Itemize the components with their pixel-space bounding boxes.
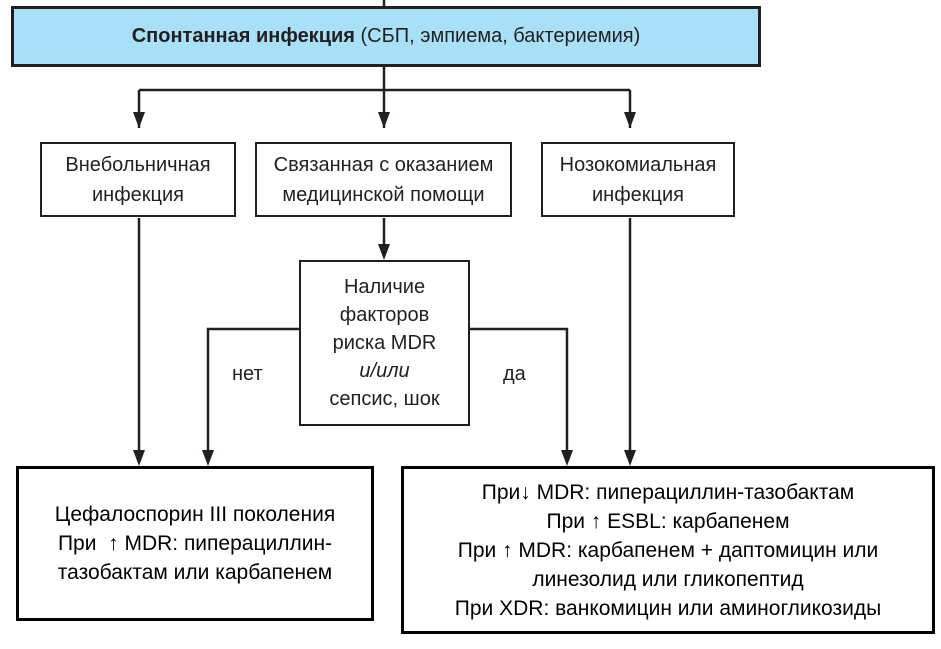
node-community-line2: инфекция xyxy=(91,183,184,206)
node-community-acquired: Внебольничная инфекция xyxy=(40,142,236,217)
node-healthcare-line1: Связанная с оказанием xyxy=(273,153,494,176)
arrow-head-icon xyxy=(561,450,573,466)
branch-label-no: нет xyxy=(232,363,263,385)
root-node-spontaneous-infection: Спонтанная инфекция (СБП, эмпиема, бакте… xyxy=(11,6,761,67)
result-left-line: При ↑ MDR: пиперациллин- xyxy=(57,532,333,555)
yes-branch-line xyxy=(470,327,569,450)
node-healthcare-line2: медицинской помощи xyxy=(282,183,485,206)
root-title-bold: Спонтанная инфекция xyxy=(131,25,355,47)
node-mdr-risk-decision: Наличие факторов риска MDR и/или сепсис,… xyxy=(299,260,470,426)
arrow-head-icon xyxy=(378,112,390,128)
result-left-line: Цефалоспорин III поколения xyxy=(54,503,336,526)
arrow-head-icon xyxy=(133,450,145,466)
decision-line1: Наличие xyxy=(343,276,426,298)
node-nosocomial-line2: инфекция xyxy=(591,183,684,206)
arrow-head-icon xyxy=(378,244,390,260)
arrow-head-icon xyxy=(202,450,214,466)
result-left-line: тазобактам или карбапенем xyxy=(57,561,333,584)
decision-line4: и/или xyxy=(359,360,410,382)
node-nosocomial: Нозокомиальная инфекция xyxy=(541,142,735,217)
result-right-line: При ↑ MDR: карбапенем + даптомицин или xyxy=(457,538,879,562)
result-box-right: При↓ MDR: пиперациллин-тазобактам При ↑ … xyxy=(401,466,935,634)
arrow-head-icon xyxy=(624,450,636,466)
arrow-head-icon xyxy=(624,112,636,128)
decision-line5: сепсис, шок xyxy=(329,388,440,410)
branch-label-yes: да xyxy=(503,363,526,385)
result-right-line: При↓ MDR: пиперациллин-тазобактам xyxy=(481,480,855,504)
no-branch-line xyxy=(206,327,299,450)
result-right-line: При ↑ ESBL: карбапенем xyxy=(546,509,790,533)
node-community-line1: Внебольничная xyxy=(65,153,211,176)
node-healthcare-associated: Связанная с оказанием медицинской помощи xyxy=(255,142,512,217)
node-nosocomial-line1: Нозокомиальная xyxy=(559,153,717,176)
result-right-line: линезолид или гликопептид xyxy=(532,567,804,591)
result-right-line: При XDR: ванкомицин или аминогликозиды xyxy=(454,596,882,620)
root-title-rest: (СБП, эмпиема, бактериемия) xyxy=(354,25,641,47)
decision-line3: риска MDR xyxy=(332,332,437,354)
arrow-head-icon xyxy=(133,112,145,128)
decision-line2: факторов xyxy=(339,304,430,326)
result-box-left: Цефалоспорин III поколения При ↑ MDR: пи… xyxy=(16,466,374,621)
